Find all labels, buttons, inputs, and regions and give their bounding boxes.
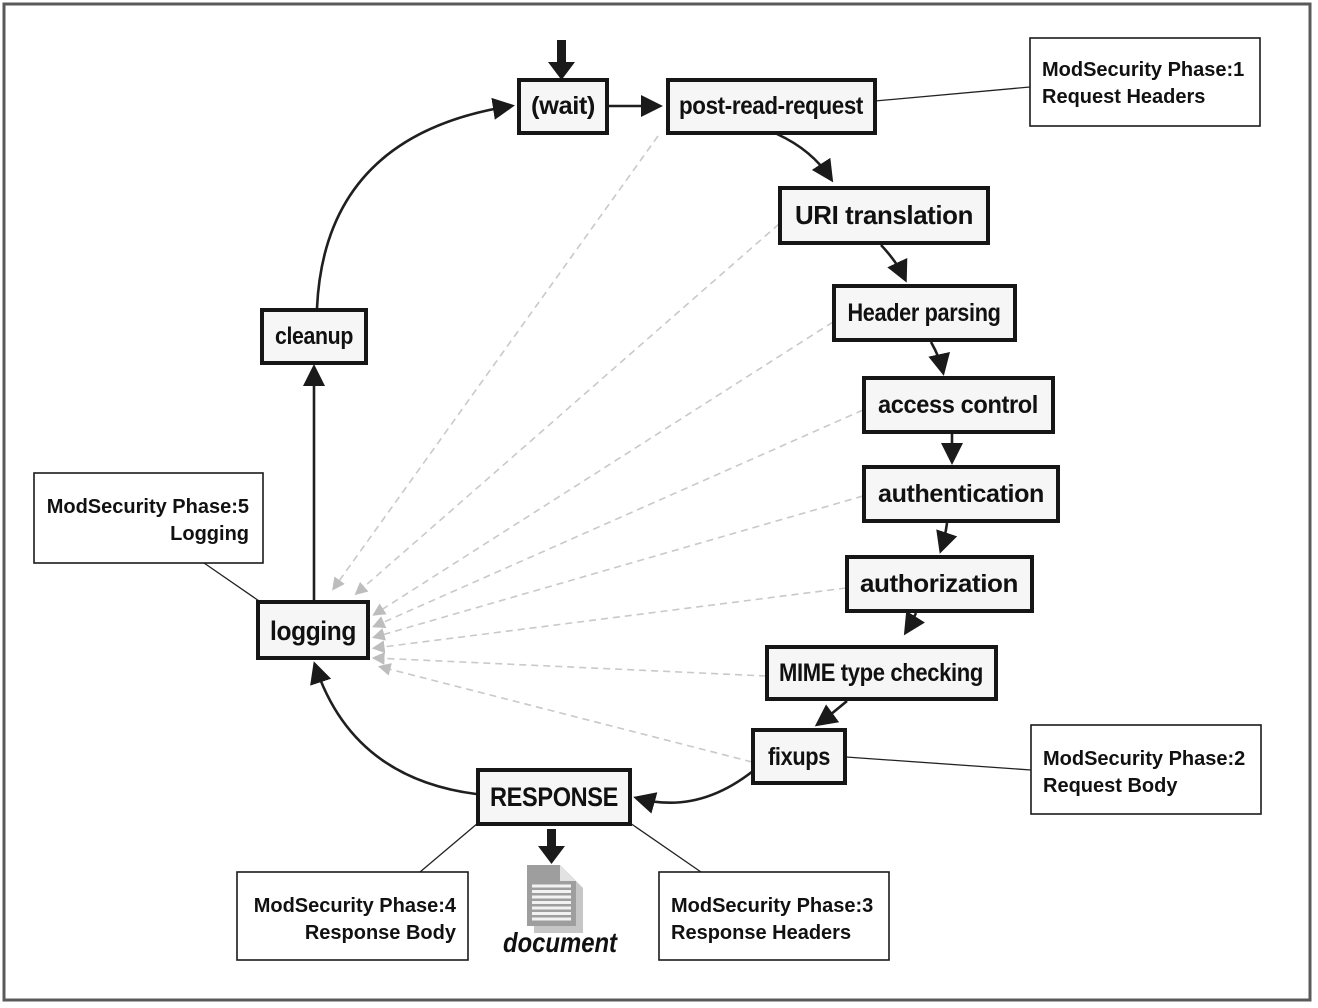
node-box [666,78,877,135]
node-label: logging [270,616,356,646]
node-label: post-read-request [679,92,864,120]
node-label: RESPONSE [490,782,618,812]
annotation-box [1030,724,1262,815]
node-box [517,78,609,135]
dashed-arrow-fixups-to-logging [377,663,753,763]
dashed-arrow-header-parsing-to-logging [372,321,834,616]
arrow-response-to-logging [310,661,477,796]
annotation-phase-4: ModSecurity Phase:4 Response Body [236,871,469,961]
arrow-fixups-to-response [633,769,754,814]
annotation-line-2: Logging [170,523,249,545]
node-box [751,728,847,785]
node-authorization: authorization [845,555,1034,613]
connector-phase5-logging [203,562,263,604]
annotation-phase-2: ModSecurity Phase:2 Request Body [1030,724,1262,815]
annotation-box [1029,37,1261,127]
annotation-line-2: Response Headers [671,922,851,944]
annotation-line-1: ModSecurity Phase:2 [1043,748,1245,770]
node-uri-translation: URI translation [778,186,990,245]
dashed-arrow-authentication-to-logging [371,495,864,641]
arrow-authorization-to-mime [903,610,925,636]
annotation-line-2: Request Headers [1042,86,1205,108]
node-label: MIME type checking [779,659,983,687]
node-box [862,465,1060,523]
arrow-authentication-to-authorization [936,522,958,554]
annotation-phase-5: ModSecurity Phase:5 Logging [33,472,264,564]
document-icon [527,865,583,933]
annotation-box [658,871,890,961]
document-label: document [503,927,618,958]
annotation-phase-1: ModSecurity Phase:1 Request Headers [1029,37,1261,127]
response-to-document-arrow [538,829,565,864]
node-box [256,600,370,660]
node-box [845,555,1034,613]
flow-arrows [302,94,964,814]
node-header-parsing: Header parsing [832,284,1017,342]
node-fixups: fixups [751,728,847,785]
node-wait: (wait) [517,78,609,135]
annotation-line-2: Response Body [305,922,457,944]
node-label: Header parsing [848,299,1001,327]
node-label: access control [878,391,1038,419]
dashed-arrow-mime-type-checking-to-logging [371,652,767,677]
node-label: fixups [768,743,830,771]
node-mime-type-checking: MIME type checking [765,645,998,701]
annotation-line-1: ModSecurity Phase:5 [47,496,249,518]
annotation-phase-3: ModSecurity Phase:3 Response Headers [658,871,890,961]
node-box [765,645,998,701]
connector-fixups-phase2 [845,756,1032,771]
node-label: authentication [878,480,1044,508]
arrow-mime-to-fixups [814,700,848,727]
annotation-line-1: ModSecurity Phase:1 [1042,59,1244,81]
node-logging: logging [256,600,370,660]
node-authentication: authentication [862,465,1060,523]
node-cleanup: cleanup [260,308,368,365]
dashed-arrow-access-control-to-logging [372,409,864,628]
node-box [862,376,1055,434]
arrow-post-read-request-to-uri [776,132,834,183]
node-label: authorization [860,570,1018,598]
dashed-logging-arrows [332,135,864,763]
annotation-line-2: Request Body [1043,775,1178,797]
arrow-header-parsing-to-access-control [928,341,951,376]
connector-response-phase3 [629,822,702,873]
annotation-connectors [203,86,1032,873]
connector-post-read-request-phase1 [874,86,1031,102]
node-label: URI translation [795,200,973,230]
node-post-read-request: post-read-request [666,78,877,135]
node-box [778,186,990,245]
entry-arrow [548,40,575,80]
arrow-uri-to-header-parsing [880,244,908,283]
annotation-box [236,871,469,961]
annotation-line-1: ModSecurity Phase:3 [671,895,873,917]
node-access-control: access control [862,376,1055,434]
node-box [476,768,632,826]
node-label: (wait) [531,92,595,120]
arrow-cleanup-to-wait [315,97,515,309]
node-label: cleanup [275,323,353,350]
node-box [260,308,368,365]
dashed-arrow-uri-translation-to-logging [354,223,780,596]
node-response: RESPONSE [476,768,632,826]
node-box [832,284,1017,342]
annotation-line-1: ModSecurity Phase:4 [254,895,457,917]
connector-response-phase4 [419,822,479,873]
dashed-arrow-post-read-request-to-logging [332,135,659,591]
annotation-box [33,472,264,564]
